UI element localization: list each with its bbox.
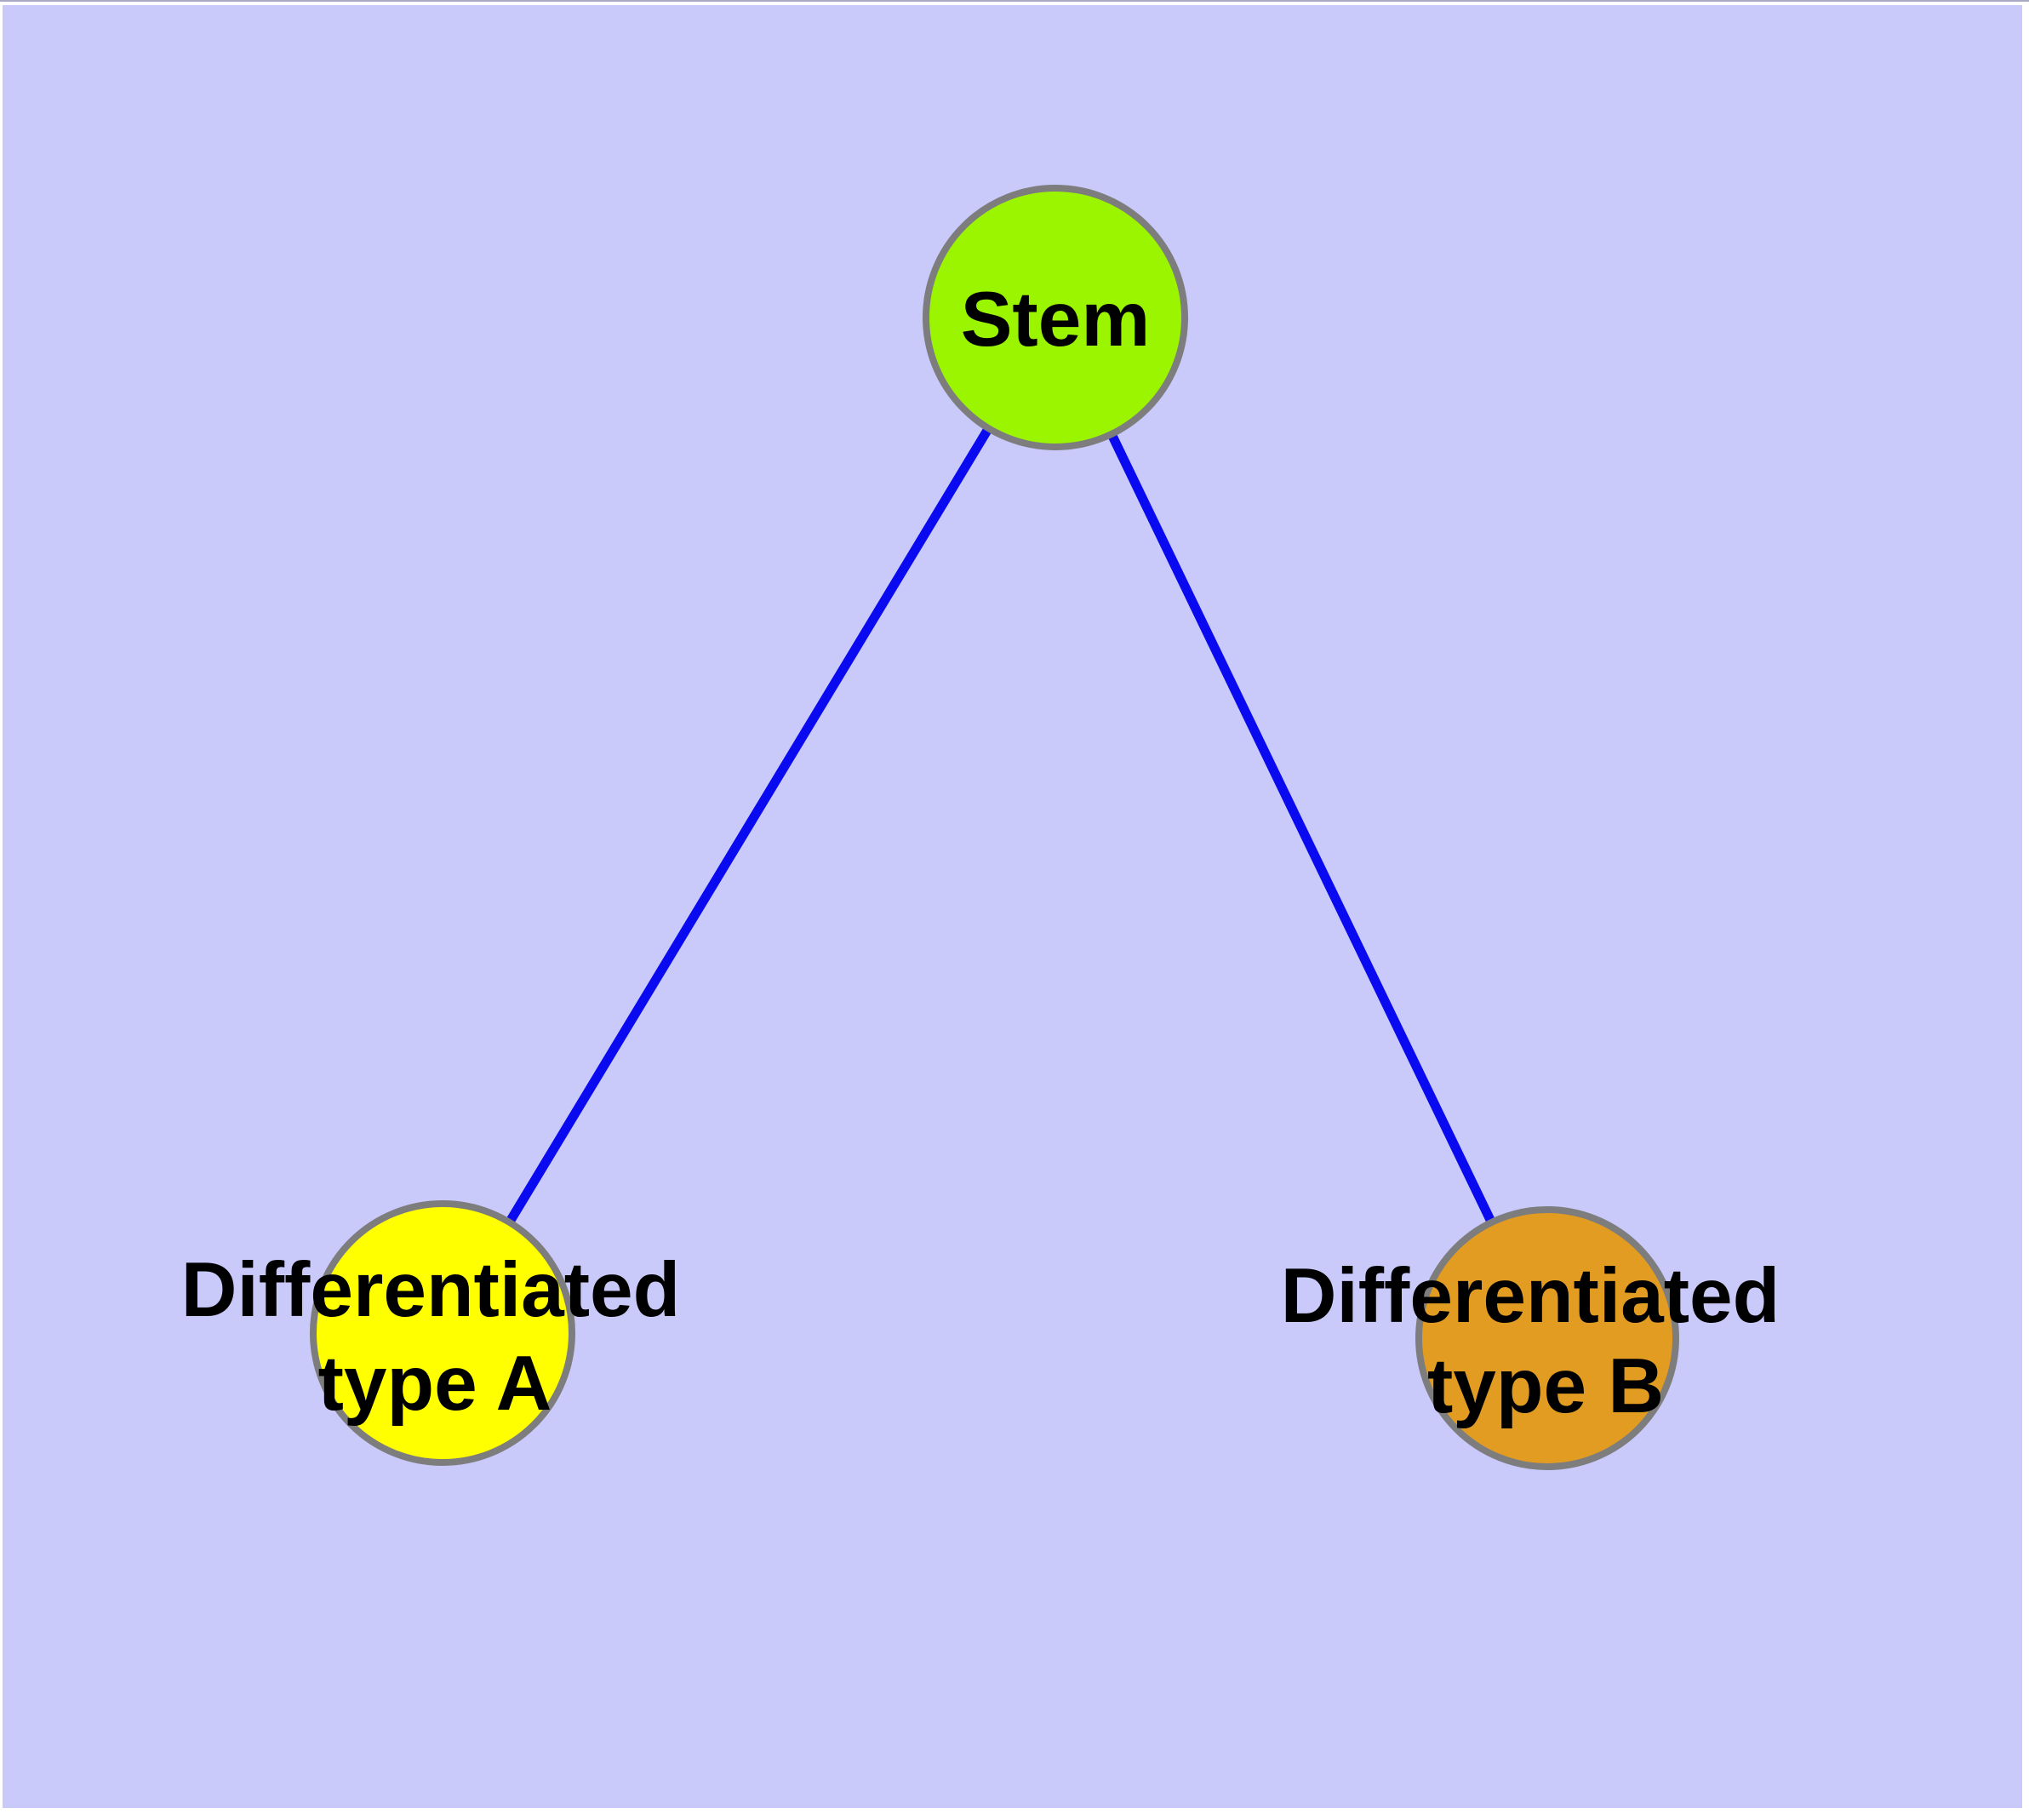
node-differentiated-type-a <box>310 1200 575 1466</box>
node-differentiated-type-b <box>1415 1206 1679 1470</box>
node-type-a-label-line1: Differentiated <box>181 1247 681 1333</box>
edge-stem-to-type-a <box>437 312 1060 1338</box>
window-top-edge <box>0 0 2029 2</box>
node-stem-label: Stem <box>961 277 1151 363</box>
node-type-a-label-line2: type A <box>318 1341 552 1427</box>
node-type-b-label-line2: type B <box>1427 1343 1664 1429</box>
node-type-b-label-line1: Differentiated <box>1281 1253 1780 1339</box>
edge-stem-to-type-b <box>1050 312 1552 1343</box>
node-stem <box>923 185 1188 450</box>
